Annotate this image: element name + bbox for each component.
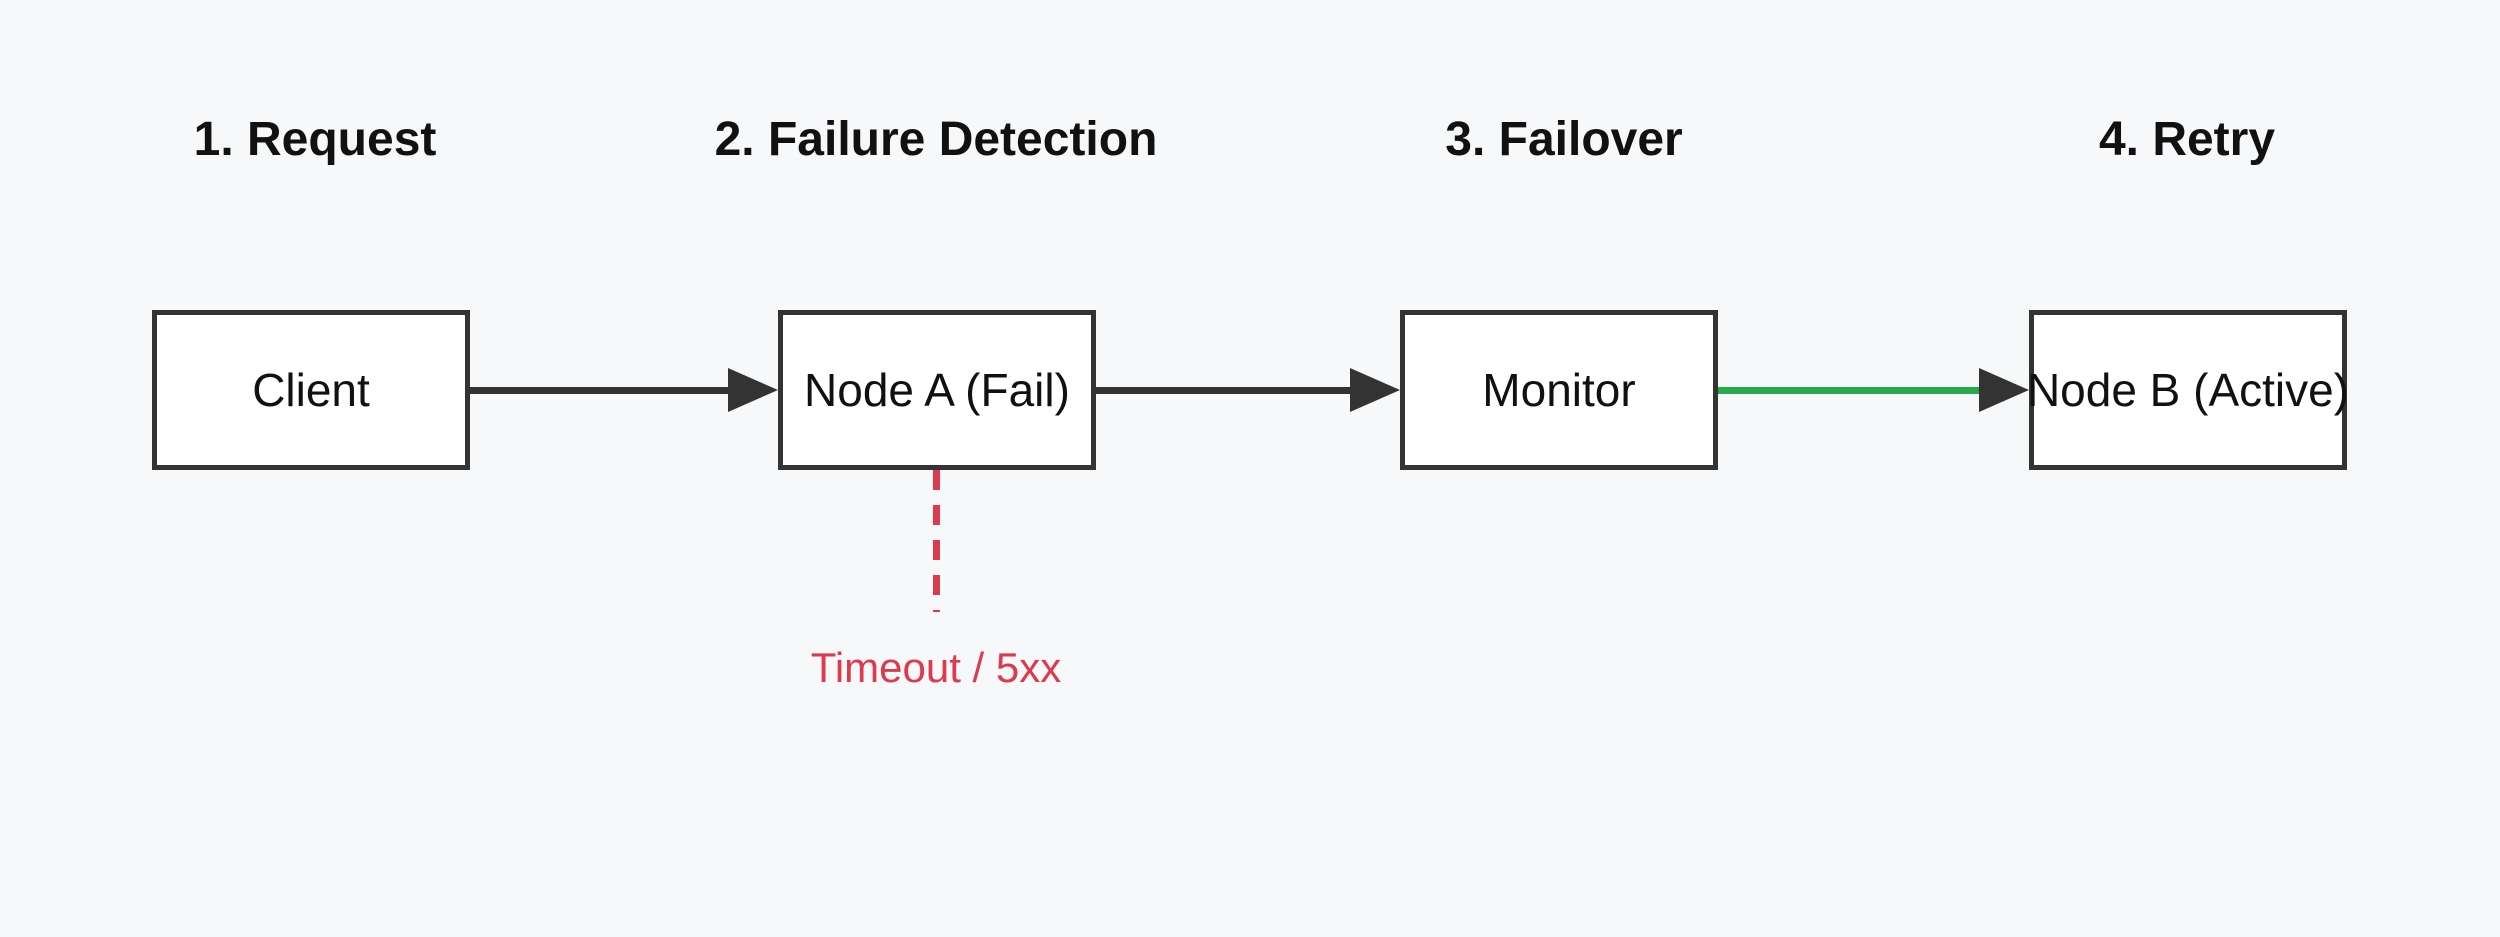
node-b-active-label: Node B (Active) (2026, 364, 2350, 416)
edge-client-to-node-a (470, 387, 732, 394)
arrowhead-icon (1350, 368, 1400, 412)
node-monitor-label: Monitor (1482, 364, 1636, 416)
stage-label-request: 1. Request (193, 113, 437, 166)
stage-label-failure-detection: 2. Failure Detection (714, 113, 1158, 166)
node-a-fail-label: Node A (Fail) (804, 364, 1070, 416)
stage-label-failover: 3. Failover (1445, 113, 1683, 166)
node-client: Client (152, 310, 470, 470)
stage-label-retry: 4. Retry (2098, 113, 2276, 166)
failure-annotation-label: Timeout / 5xx (810, 644, 1062, 691)
node-client-label: Client (252, 364, 370, 416)
node-a-fail: Node A (Fail) (778, 310, 1096, 470)
node-monitor: Monitor (1400, 310, 1718, 470)
edge-node-a-to-monitor (1096, 387, 1354, 394)
arrowhead-icon (728, 368, 778, 412)
arrowhead-icon (1979, 368, 2029, 412)
node-b-active: Node B (Active) (2026, 310, 2350, 470)
failure-dashed-line (933, 470, 940, 612)
edge-monitor-to-node-b-success (1718, 387, 1983, 394)
